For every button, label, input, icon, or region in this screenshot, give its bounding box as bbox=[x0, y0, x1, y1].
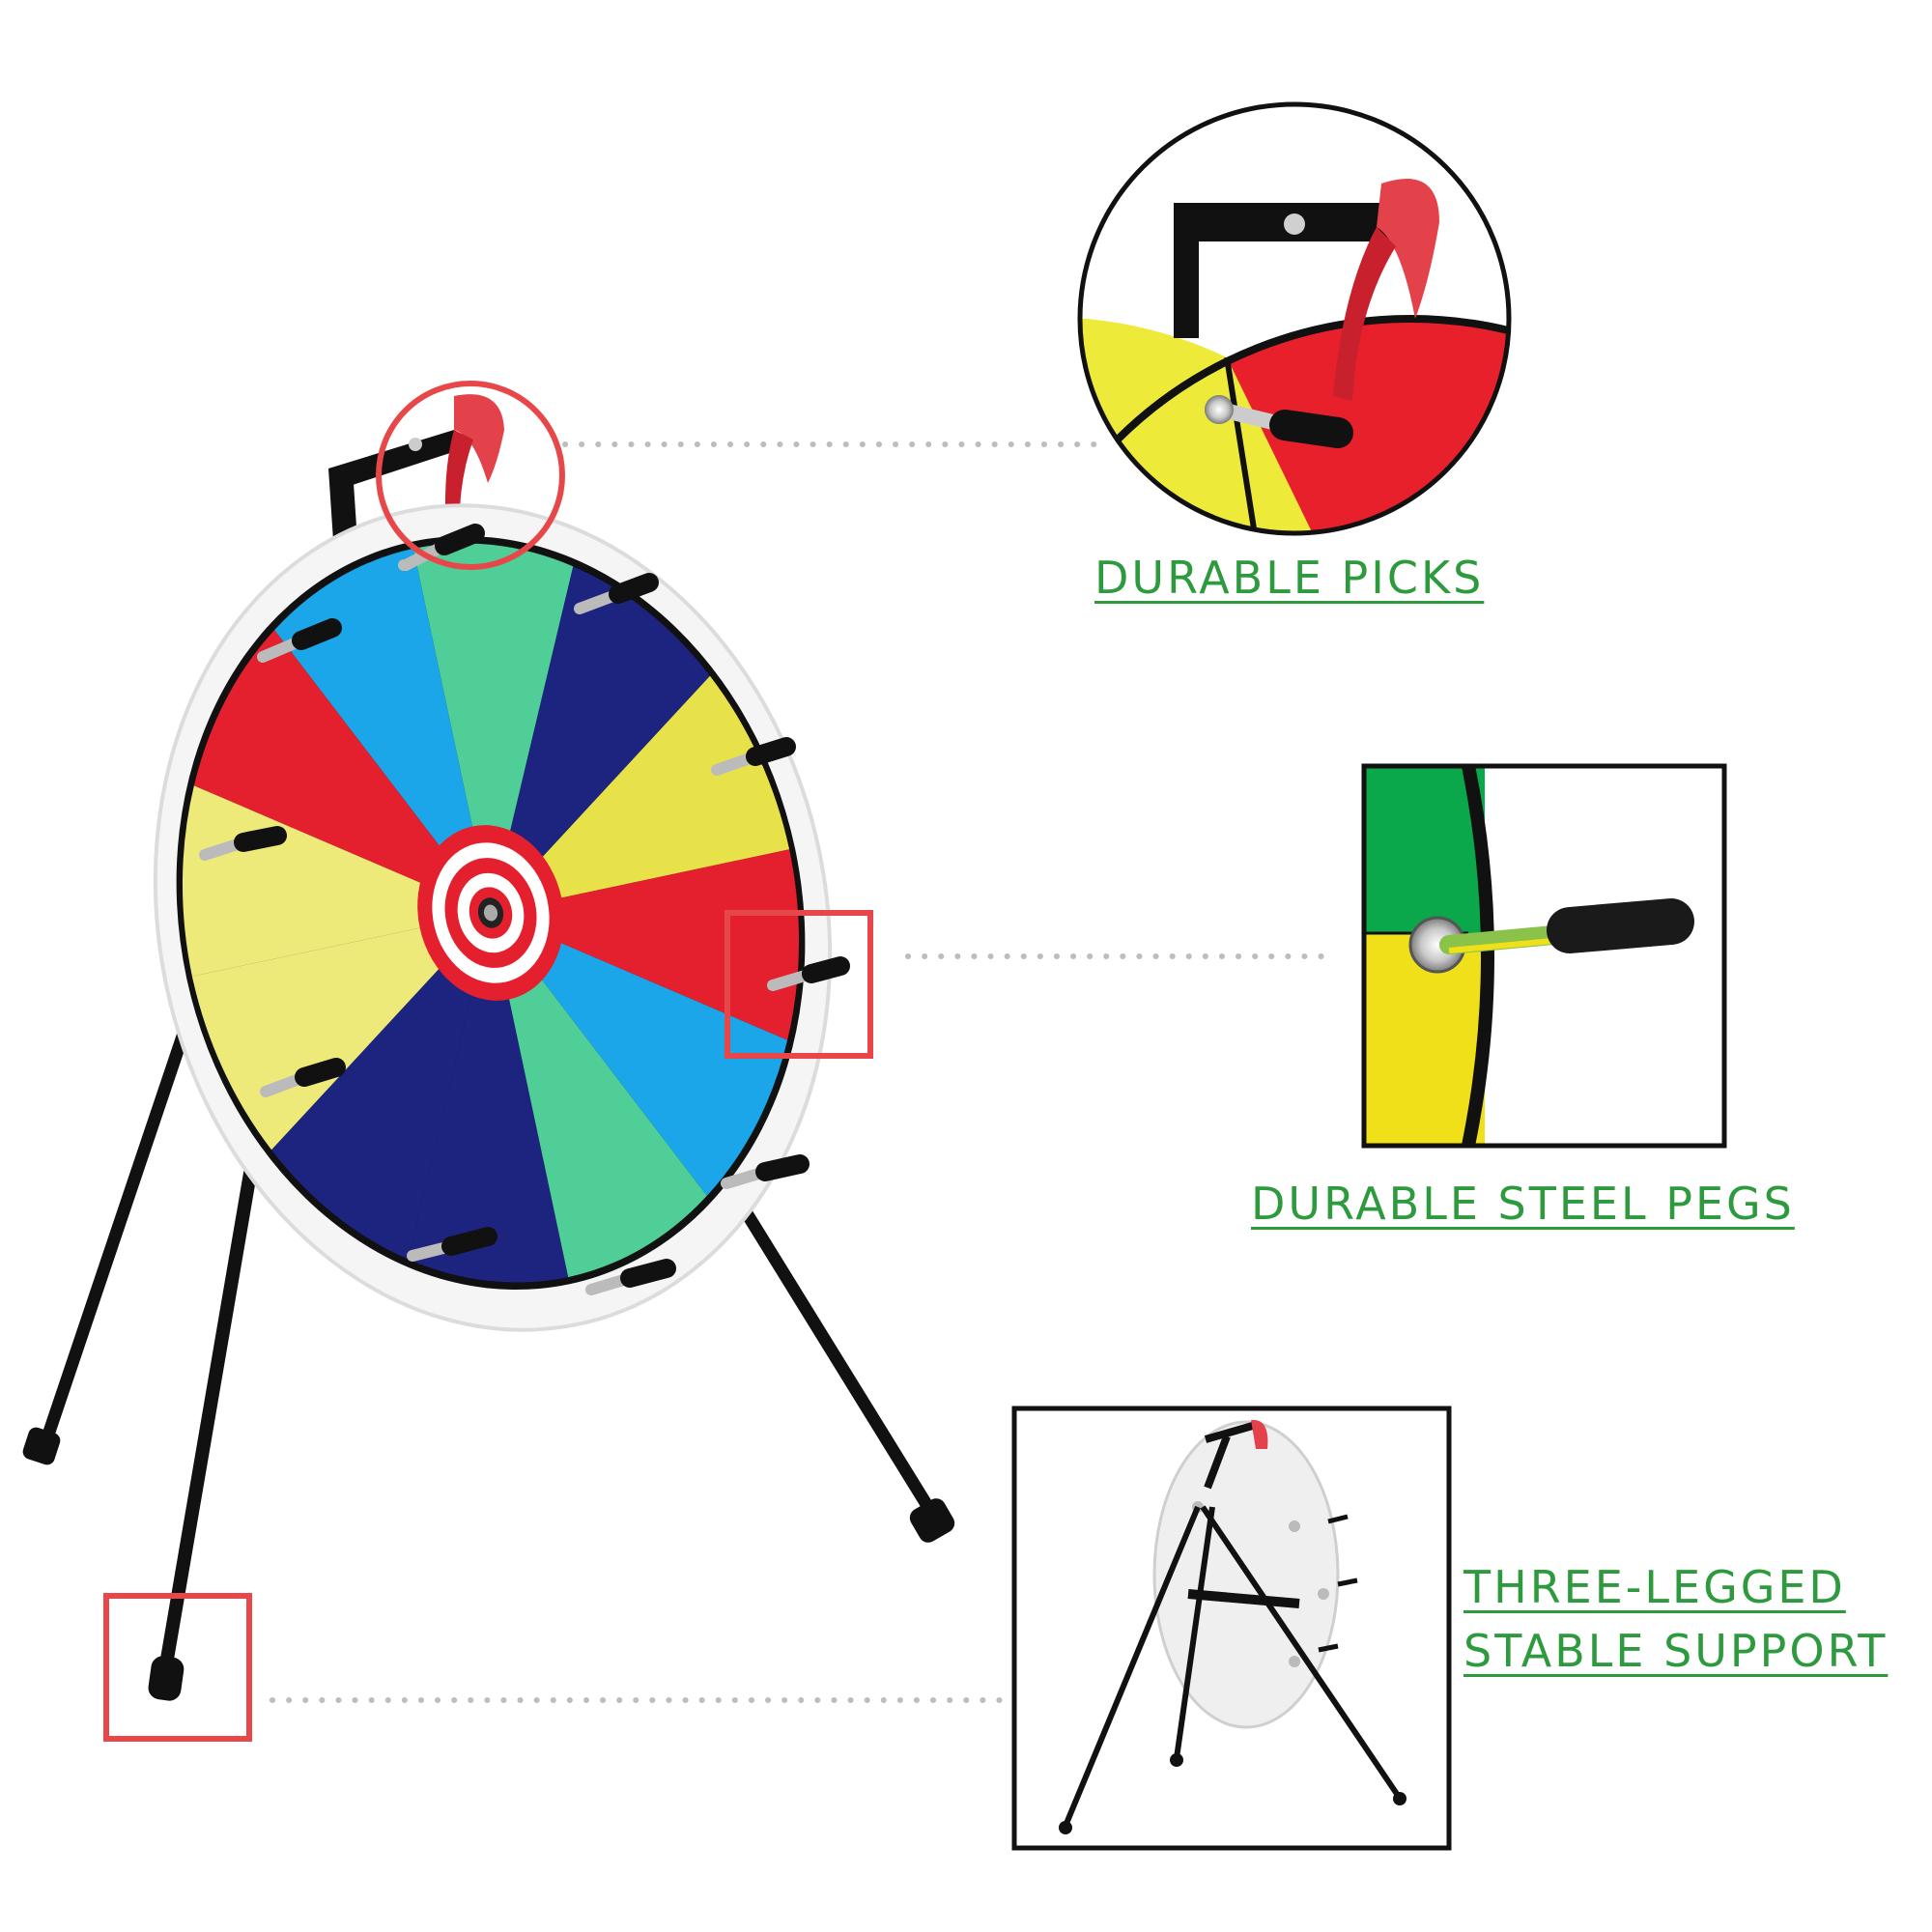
callout-stand-detail bbox=[1011, 1406, 1452, 1851]
steel-peg-icon bbox=[260, 1058, 346, 1097]
leg-foot bbox=[22, 1427, 61, 1465]
steel-peg-icon bbox=[767, 956, 850, 991]
main-wheel-group bbox=[22, 381, 955, 1742]
red-flapper-icon bbox=[1377, 179, 1439, 319]
label-durable-steel-pegs: DURABLE STEEL PEGS bbox=[1251, 1178, 1795, 1230]
steel-peg-icon bbox=[574, 573, 659, 614]
steel-peg-icon bbox=[711, 737, 796, 776]
steel-peg-icon bbox=[199, 826, 287, 861]
tripod-leg-icon bbox=[727, 1186, 944, 1528]
callout-pegs-detail bbox=[1361, 763, 1727, 1149]
callout-frame-square bbox=[1361, 763, 1727, 1149]
label-support-line2: STABLE SUPPORT bbox=[1463, 1625, 1889, 1677]
tripod-leg-icon bbox=[157, 1104, 268, 1683]
highlight-box-foot bbox=[103, 1593, 252, 1742]
leg-foot bbox=[909, 1498, 955, 1543]
steel-peg-icon bbox=[721, 1154, 810, 1189]
label-stable-support: THREE-LEGGED STABLE SUPPORT bbox=[1463, 1555, 1888, 1683]
tripod-legs bbox=[22, 998, 955, 1701]
wheel-pegs bbox=[199, 524, 850, 1295]
callout-frame-square bbox=[1011, 1406, 1452, 1851]
steel-peg-icon bbox=[257, 618, 342, 663]
steel-peg-icon bbox=[407, 1227, 497, 1262]
callout-frame-circle bbox=[1077, 101, 1512, 536]
leg-foot bbox=[148, 1656, 185, 1701]
label-support-line1: THREE-LEGGED bbox=[1463, 1561, 1846, 1613]
highlight-box-pegs bbox=[724, 910, 873, 1059]
label-durable-picks: DURABLE PICKS bbox=[1094, 552, 1485, 604]
red-flapper-icon bbox=[454, 394, 504, 483]
highlight-circle-picks bbox=[376, 381, 565, 570]
steel-peg-icon bbox=[585, 1259, 676, 1295]
connector-lines bbox=[270, 441, 1336, 1703]
tripod-leg-icon bbox=[37, 998, 200, 1456]
